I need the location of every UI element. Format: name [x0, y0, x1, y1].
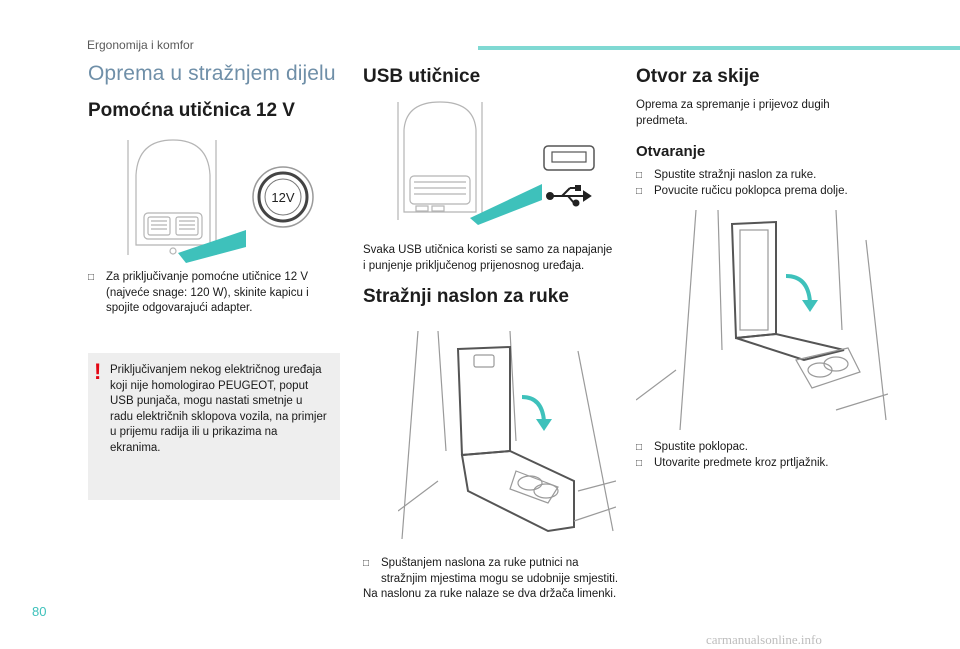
- header-accent-bar: [478, 46, 960, 50]
- ski-hatch-intro: Oprema za spremanje i prijevoz dugih pre…: [636, 99, 830, 127]
- opening-step-2: Povucite ručicu poklopca prema dolje.: [636, 184, 876, 200]
- column-usb: USB utičnice: [363, 62, 618, 88]
- socket-12v-label: 12V: [271, 190, 294, 205]
- page-number: 80: [32, 604, 47, 619]
- ski-hatch-illustration: [636, 210, 888, 430]
- running-head: Ergonomija i komfor: [87, 38, 194, 52]
- usb-description: Svaka USB utičnica koristi se samo za na…: [363, 244, 613, 272]
- section-title: Oprema u stražnjem dijelu: [88, 62, 336, 85]
- socket-12v-title: Pomoćna utičnica 12 V: [88, 100, 295, 121]
- loading-step-2: Utovarite predmete kroz prtljažnik.: [636, 456, 876, 472]
- armrest-title: Stražnji naslon za ruke: [363, 286, 569, 307]
- watermark: carmanualsonline.info: [706, 632, 822, 647]
- column-rear-equipment: Oprema u stražnjem dijelu Pomoćna utični…: [88, 62, 343, 122]
- usb-title: USB utičnice: [363, 66, 481, 87]
- column-ski-hatch: Otvor za skije Oprema za spremanje i pri…: [636, 62, 876, 199]
- ski-hatch-title: Otvor za skije: [636, 66, 760, 87]
- usb-icon: [546, 185, 592, 207]
- usb-illustration: [397, 101, 595, 225]
- armrest-illustration: [398, 331, 616, 539]
- opening-step-1: Spustite stražnji naslon za ruke.: [636, 168, 876, 184]
- loading-step-1: Spustite poklopac.: [636, 440, 876, 456]
- armrest-note: Na naslonu za ruke nalaze se dva držača …: [363, 588, 617, 600]
- warning-text: Priključivanjem nekog električnog uređaj…: [110, 364, 327, 454]
- armrest-instruction: Spuštanjem naslona za ruke putnici na st…: [363, 556, 621, 587]
- warning-icon: !: [94, 359, 102, 384]
- warning-box: ! Priključivanjem nekog električnog uređ…: [88, 353, 340, 500]
- opening-title: Otvaranje: [636, 143, 706, 160]
- socket-12v-instruction: Za priključivanje pomoćne utičnice 12 V …: [88, 270, 340, 317]
- socket-12v-illustration: 12V: [127, 139, 314, 263]
